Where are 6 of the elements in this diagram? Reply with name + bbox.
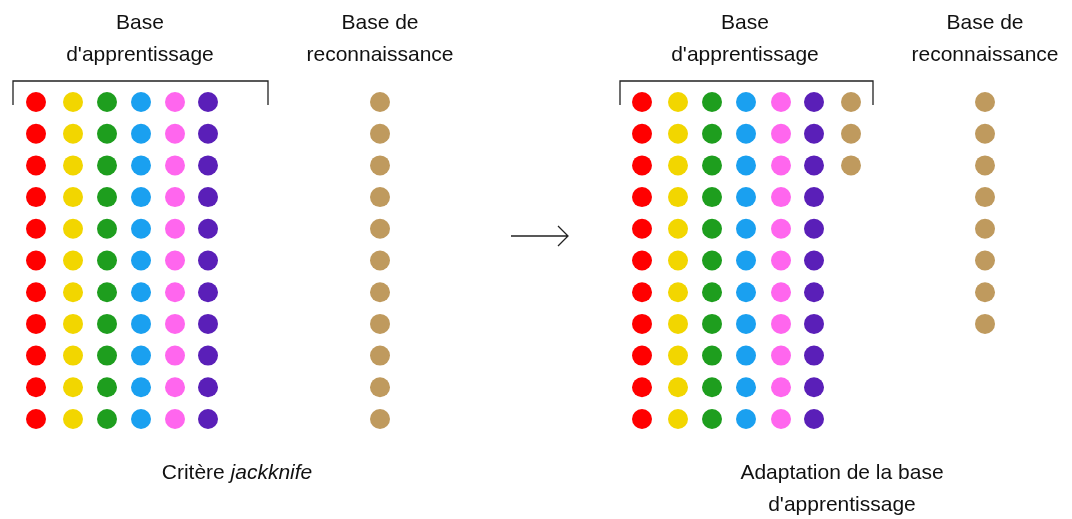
group-label: Base de reconnaissance xyxy=(305,9,455,67)
caption: Critère jackknife xyxy=(160,459,314,485)
group-label: Base d'apprentissage xyxy=(670,9,820,67)
group-label: Base de reconnaissance xyxy=(910,9,1060,67)
caption: Adaptation de la base d'apprentissage xyxy=(739,459,945,517)
group-label: Base d'apprentissage xyxy=(65,9,215,67)
